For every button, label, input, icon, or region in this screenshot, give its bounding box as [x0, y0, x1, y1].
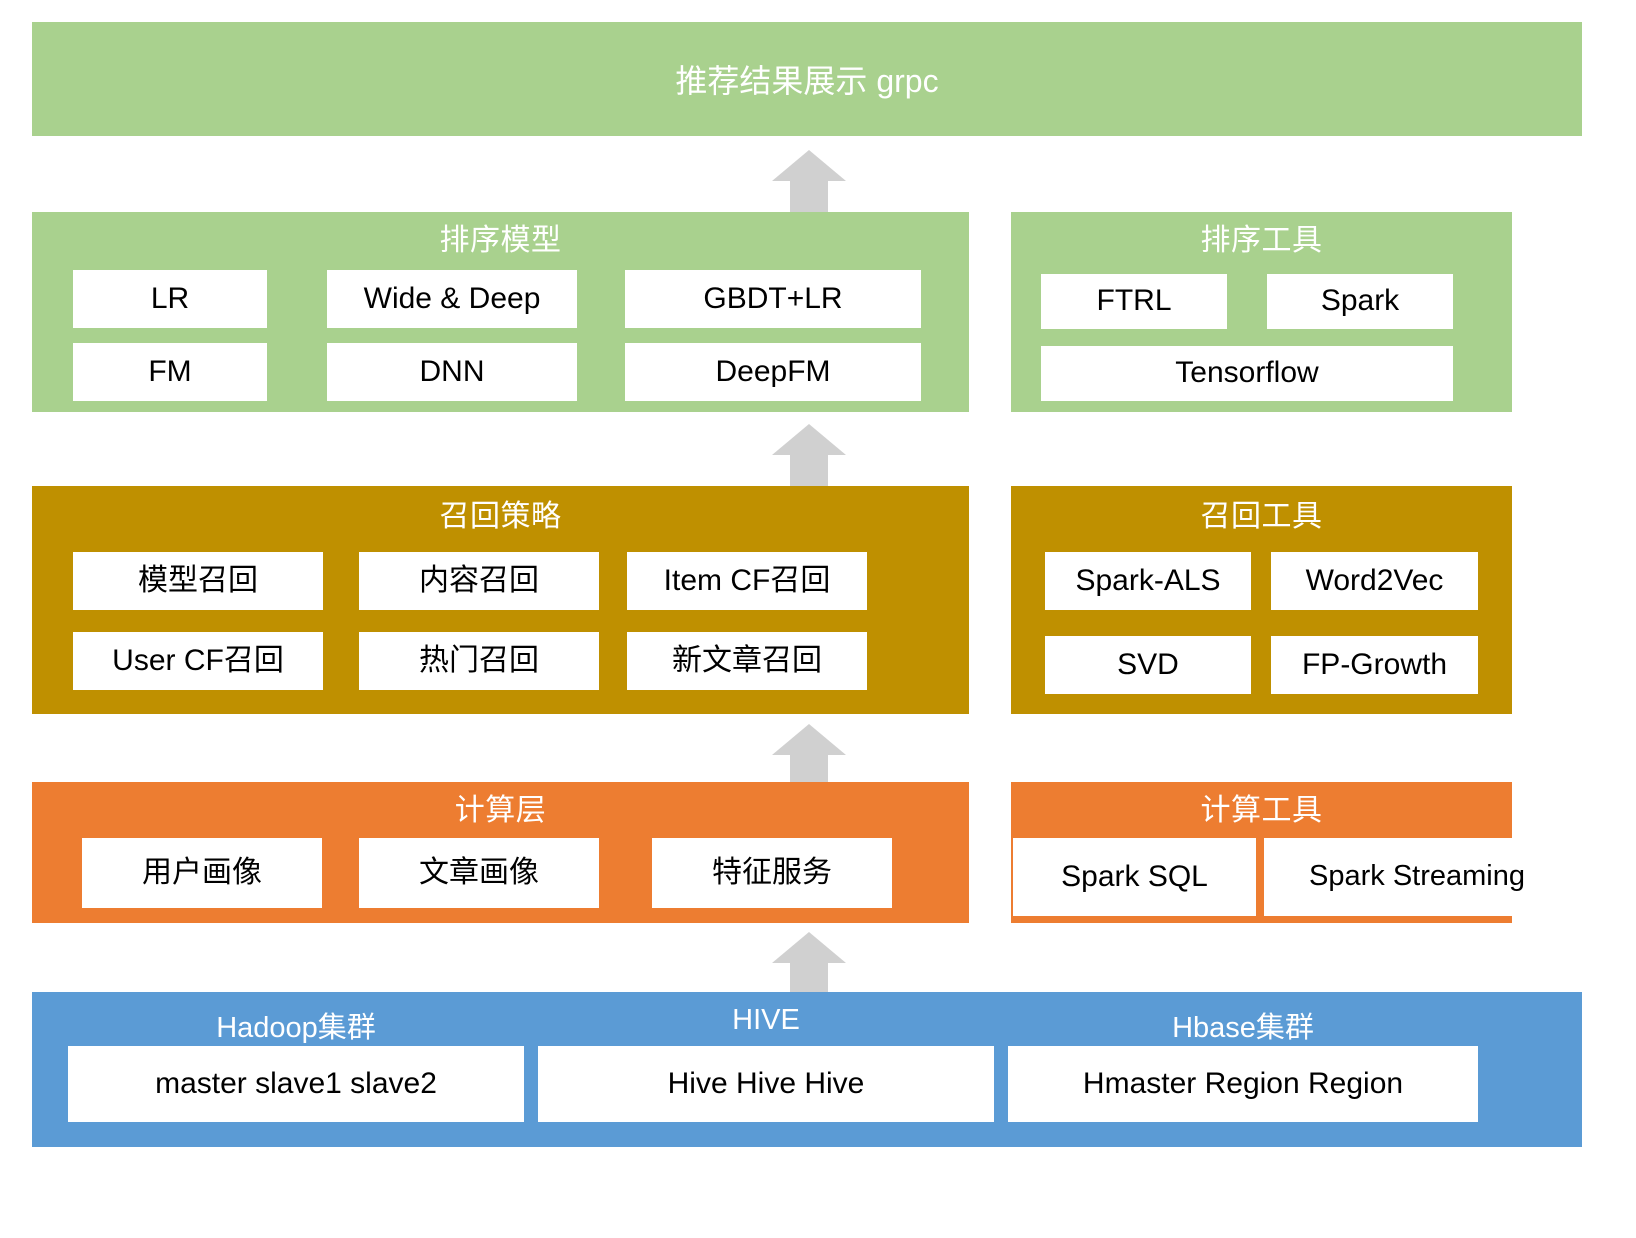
chip-rank-model-gbdt-lr[interactable]: GBDT+LR — [625, 270, 921, 328]
chip-recall-item-cf[interactable]: Item CF召回 — [627, 552, 867, 610]
panel-ranking-model: 排序模型 LR Wide & Deep GBDT+LR FM DNN DeepF… — [32, 212, 969, 412]
chip-compute-tool-spark-sql[interactable]: Spark SQL — [1013, 838, 1256, 916]
chip-rank-model-wide-deep[interactable]: Wide & Deep — [327, 270, 577, 328]
chip-recall-tool-svd[interactable]: SVD — [1045, 636, 1251, 694]
chip-recall-user-cf[interactable]: User CF召回 — [73, 632, 323, 690]
chip-storage-hbase-nodes[interactable]: Hmaster Region Region — [1008, 1046, 1478, 1122]
panel-recall-strategy: 召回策略 模型召回 内容召回 Item CF召回 User CF召回 热门召回 … — [32, 486, 969, 714]
panel-storage-layer: Hadoop集群 master slave1 slave2 HIVE Hive … — [32, 992, 1582, 1147]
chip-compute-feature-service[interactable]: 特征服务 — [652, 838, 892, 908]
chip-compute-user-profile[interactable]: 用户画像 — [82, 838, 322, 908]
panel-title-recall-strategy: 召回策略 — [439, 500, 562, 533]
chip-recall-content[interactable]: 内容召回 — [359, 552, 599, 610]
chip-recall-tool-fp-growth[interactable]: FP-Growth — [1271, 636, 1478, 694]
chip-rank-model-dnn[interactable]: DNN — [327, 343, 577, 401]
chip-rank-tool-tensorflow[interactable]: Tensorflow — [1041, 346, 1453, 401]
chip-rank-tool-ftrl[interactable]: FTRL — [1041, 274, 1227, 329]
arrow-recall-to-rank-icon — [772, 424, 846, 486]
panel-title-compute-tools: 计算工具 — [1200, 794, 1323, 827]
arrow-storage-to-compute-icon — [772, 932, 846, 994]
chip-rank-model-fm[interactable]: FM — [73, 343, 267, 401]
chip-recall-tool-spark-als[interactable]: Spark-ALS — [1045, 552, 1251, 610]
panel-compute-tools: 计算工具 Spark SQL Spark Streaming — [1011, 782, 1570, 923]
chip-recall-tool-word2vec[interactable]: Word2Vec — [1271, 552, 1478, 610]
chip-recall-new-article[interactable]: 新文章召回 — [627, 632, 867, 690]
panel-title-ranking-tools: 排序工具 — [1200, 224, 1323, 257]
chip-rank-model-deepfm[interactable]: DeepFM — [625, 343, 921, 401]
chip-storage-hive-nodes[interactable]: Hive Hive Hive — [538, 1046, 994, 1122]
arrow-rank-to-banner-icon — [772, 150, 846, 212]
chip-rank-tool-spark[interactable]: Spark — [1267, 274, 1453, 329]
panel-title-recall-tools: 召回工具 — [1200, 500, 1323, 533]
chip-storage-hadoop-nodes[interactable]: master slave1 slave2 — [68, 1046, 524, 1122]
panel-compute-layer: 计算层 用户画像 文章画像 特征服务 — [32, 782, 969, 923]
storage-group-title-hadoop: Hadoop集群 — [216, 1012, 376, 1044]
chip-compute-article-profile[interactable]: 文章画像 — [359, 838, 599, 908]
chip-recall-model[interactable]: 模型召回 — [73, 552, 323, 610]
panel-title-compute-layer: 计算层 — [454, 794, 547, 827]
storage-group-title-hbase: Hbase集群 — [1172, 1012, 1314, 1044]
banner-recommendation-result: 推荐结果展示 grpc — [32, 22, 1582, 136]
chip-rank-model-lr[interactable]: LR — [73, 270, 267, 328]
banner-label: 推荐结果展示 grpc — [675, 63, 939, 99]
panel-ranking-tools: 排序工具 FTRL Spark Tensorflow — [1011, 212, 1512, 412]
arrow-compute-to-recall-icon — [772, 724, 846, 786]
chip-recall-hot[interactable]: 热门召回 — [359, 632, 599, 690]
panel-title-ranking-model: 排序模型 — [439, 224, 562, 257]
panel-recall-tools: Spark-ALS Word2Vec SVD FP-Growth 召回工具 — [1011, 486, 1512, 714]
storage-group-title-hive: HIVE — [732, 1004, 800, 1036]
chip-compute-tool-spark-streaming[interactable]: Spark Streaming — [1264, 838, 1570, 916]
